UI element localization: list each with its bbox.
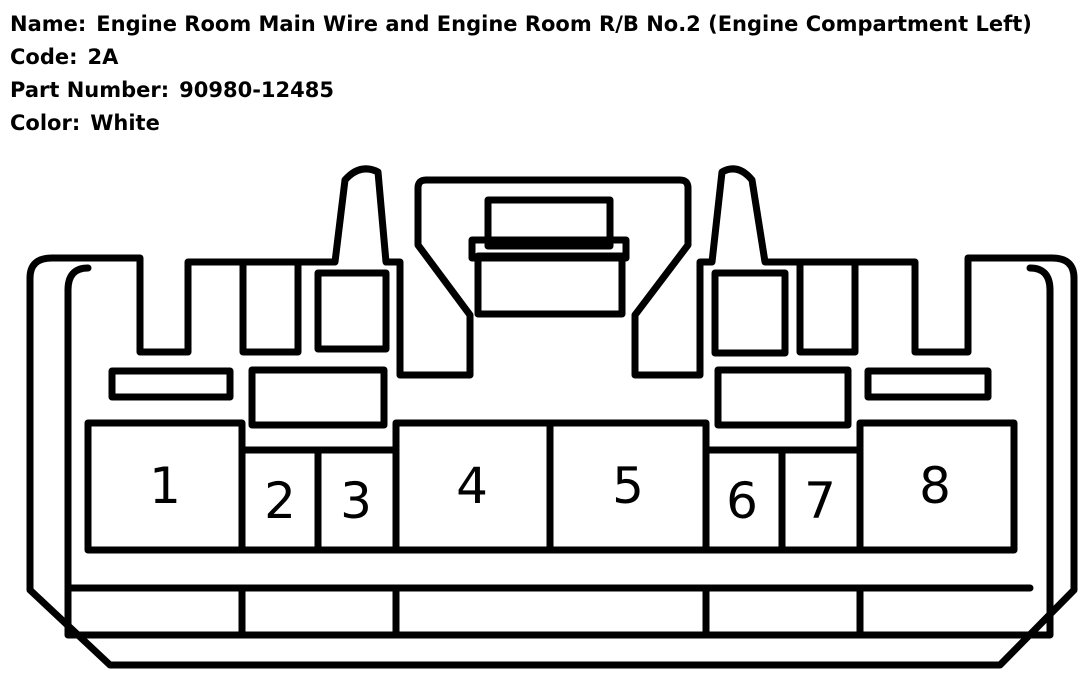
name-row: Name: Engine Room Main Wire and Engine Ro…	[10, 8, 1032, 41]
left-slot-1	[239, 258, 302, 356]
lock-tab-body	[474, 252, 626, 318]
pin-cavity-8	[856, 419, 1018, 554]
code-row: Code: 2A	[10, 41, 1032, 74]
pin-number-2: 2	[264, 472, 296, 530]
connector-housing-inner	[64, 264, 1054, 639]
right-key-bar	[864, 367, 992, 401]
connector-housing-outer	[26, 165, 1078, 669]
pin-number-5: 5	[612, 457, 644, 515]
pin-number-8: 8	[919, 457, 951, 515]
name-value: Engine Room Main Wire and Engine Room R/…	[96, 12, 1032, 36]
right-slot-2	[796, 258, 859, 356]
part-number-value: 90980-12485	[179, 78, 334, 102]
pin-number-1: 1	[149, 457, 181, 515]
code-label: Code:	[10, 45, 78, 69]
right-slot-1	[711, 269, 789, 357]
pin-number-6: 6	[726, 472, 758, 530]
color-value: White	[90, 111, 160, 135]
color-row: Color: White	[10, 107, 1032, 140]
pin-number-3: 3	[340, 472, 372, 530]
right-key-block	[714, 366, 852, 429]
code-value: 2A	[87, 45, 119, 69]
part-number-row: Part Number: 90980-12485	[10, 74, 1032, 107]
connector-info: Name: Engine Room Main Wire and Engine Ro…	[10, 8, 1032, 140]
left-key-bar	[108, 367, 234, 401]
lock-tab-top	[484, 196, 614, 250]
pin-number-7: 7	[804, 472, 836, 530]
part-number-label: Part Number:	[10, 78, 170, 102]
pin-number-4: 4	[456, 457, 488, 515]
color-label: Color:	[10, 111, 81, 135]
bottom-ledge	[66, 584, 1034, 639]
name-label: Name:	[10, 12, 87, 36]
left-slot-2	[314, 269, 390, 353]
left-key-block	[248, 366, 388, 429]
